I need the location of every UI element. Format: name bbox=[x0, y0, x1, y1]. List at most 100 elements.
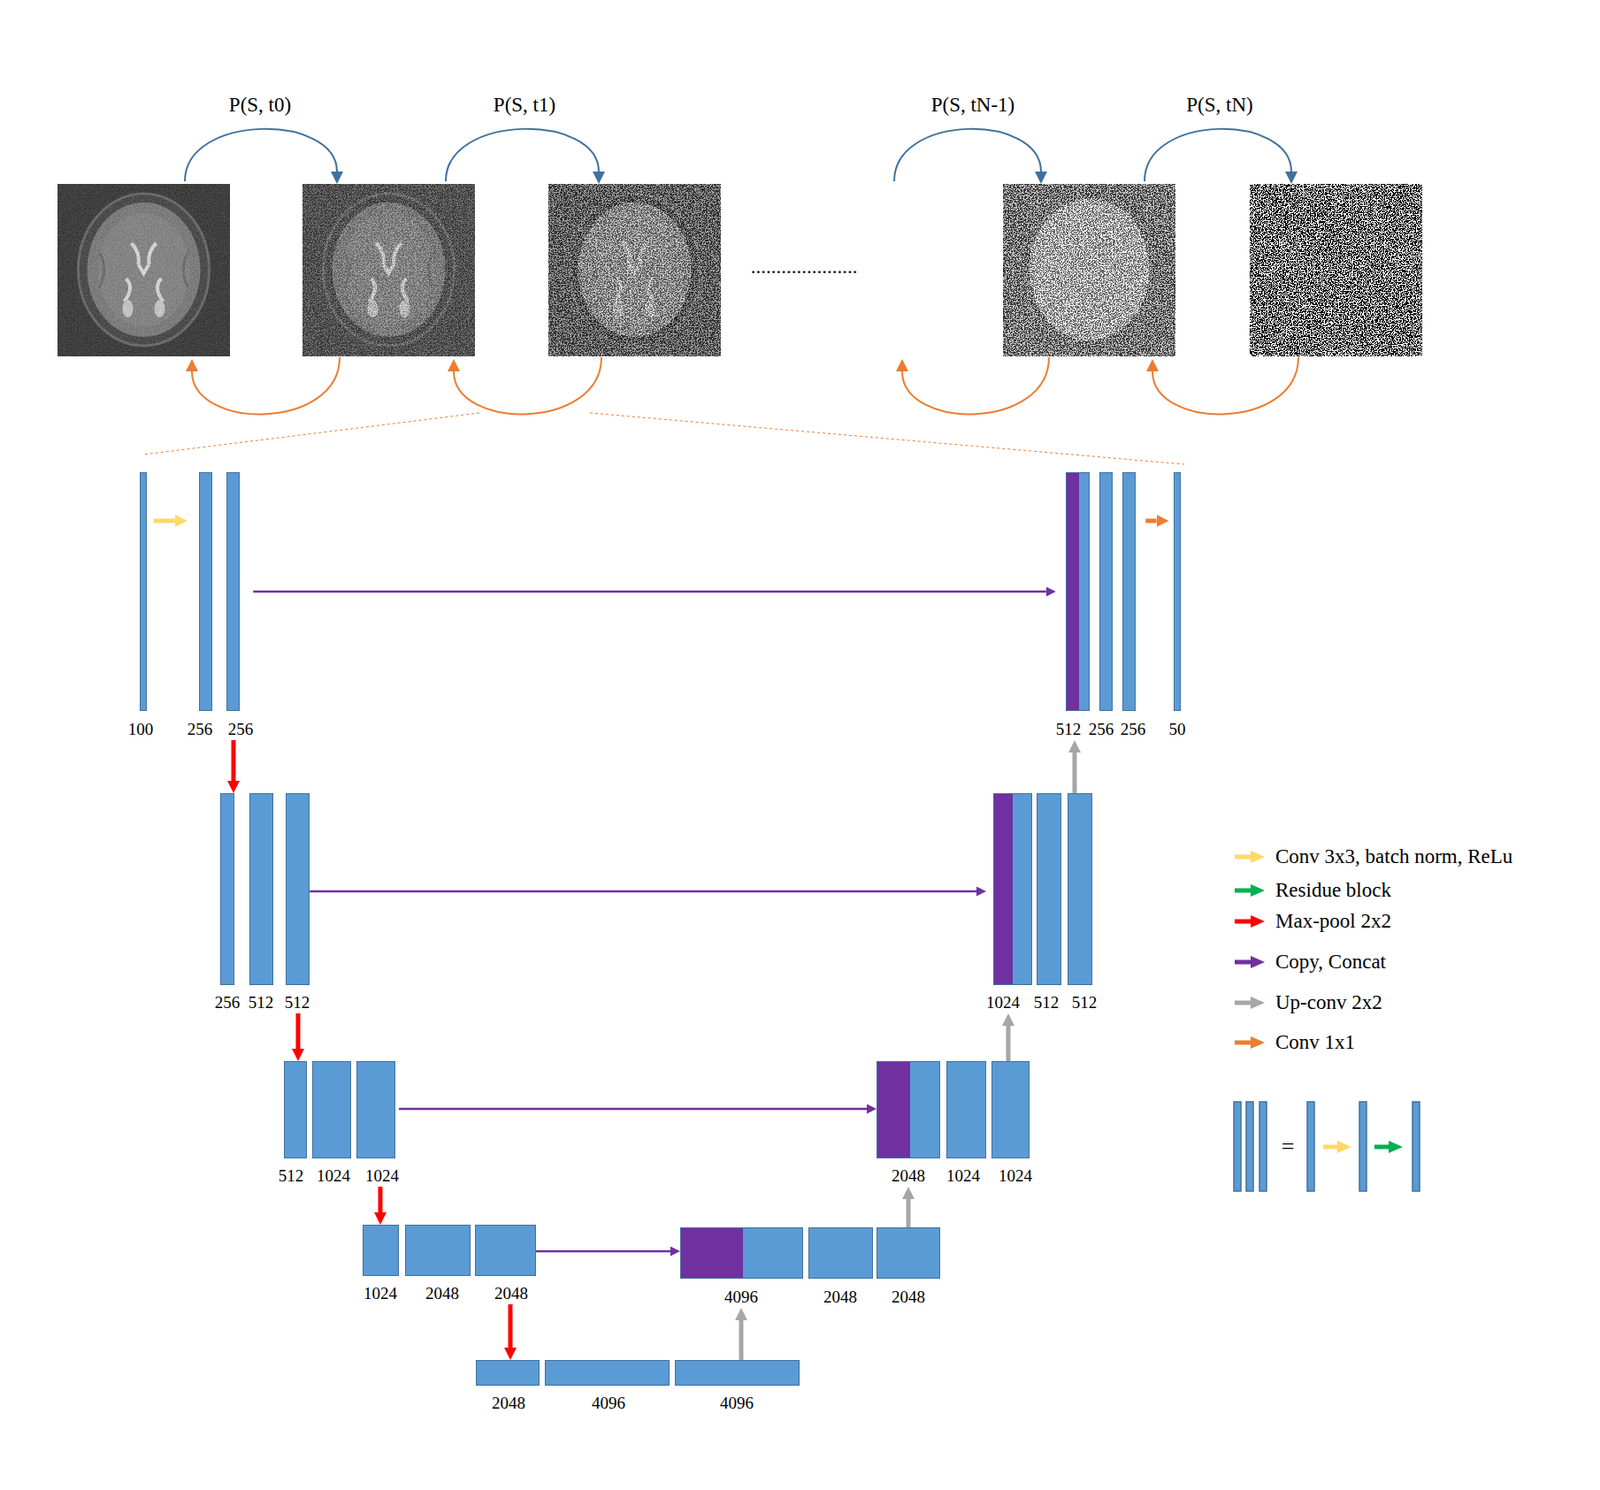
feature-map: 1024 bbox=[312, 1061, 352, 1187]
channel-count: 256 bbox=[1120, 719, 1147, 741]
legend-swatch bbox=[1234, 849, 1265, 865]
feature-map: 4096 bbox=[680, 1227, 804, 1309]
channel-count: 256 bbox=[187, 719, 214, 741]
feature-bar bbox=[1122, 472, 1136, 712]
channel-count: 2048 bbox=[891, 1286, 926, 1309]
feature-bar bbox=[876, 1227, 941, 1279]
channel-count: 512 bbox=[1033, 992, 1060, 1014]
channel-count: 4096 bbox=[591, 1393, 626, 1415]
feature-map: 512 bbox=[284, 793, 311, 1014]
feature-bar bbox=[199, 472, 213, 712]
channel-count: 256 bbox=[1088, 719, 1115, 741]
legend-swatch-head bbox=[1250, 996, 1265, 1010]
transition-label: P(S, t0) bbox=[229, 93, 291, 117]
channel-count: 2048 bbox=[425, 1283, 460, 1305]
feature-bar bbox=[993, 793, 1033, 986]
flow-arrow bbox=[252, 590, 1047, 594]
channel-count: 512 bbox=[248, 992, 275, 1014]
legend-swatch-line bbox=[1234, 960, 1253, 965]
feature-bar bbox=[808, 1227, 873, 1279]
symbol-label: = bbox=[1281, 1133, 1295, 1161]
legend-swatch-head bbox=[1250, 915, 1265, 928]
flow-arrow bbox=[231, 740, 237, 781]
feature-bar bbox=[876, 1061, 941, 1159]
channel-count: 1024 bbox=[363, 1283, 398, 1305]
flow-arrow bbox=[906, 1199, 912, 1228]
channel-count: 512 bbox=[1056, 719, 1082, 741]
flow-arrow bbox=[378, 1186, 383, 1213]
legend-swatch-head bbox=[1250, 956, 1265, 969]
flow-arrow bbox=[508, 1304, 513, 1348]
transition-label: P(S, tN) bbox=[1186, 93, 1253, 117]
feature-map: 2048 bbox=[808, 1227, 873, 1309]
feature-map: 2048 bbox=[475, 1360, 540, 1415]
concat-part bbox=[994, 794, 1013, 985]
feature-bar bbox=[474, 1224, 536, 1277]
feature-bar bbox=[674, 1360, 800, 1386]
channel-count: 2048 bbox=[494, 1283, 529, 1305]
legend-swatch-line bbox=[1234, 888, 1253, 894]
channel-count: 4096 bbox=[724, 1286, 758, 1309]
channel-count: 256 bbox=[214, 992, 241, 1014]
legend-swatch-head bbox=[1250, 884, 1265, 897]
legend-text: Conv 1x1 bbox=[1275, 1031, 1356, 1055]
flow-arrow bbox=[296, 1013, 301, 1049]
concat-part bbox=[877, 1062, 911, 1158]
feature-map: 4096 bbox=[544, 1360, 670, 1415]
legend-swatch-line bbox=[1234, 855, 1253, 860]
flow-arrow bbox=[398, 1108, 867, 1111]
legend-text: Conv 3x3, batch norm, ReLu bbox=[1275, 845, 1513, 869]
feature-map: 1024 bbox=[946, 1061, 987, 1187]
flow-arrow bbox=[309, 890, 977, 894]
channel-count: 512 bbox=[284, 992, 311, 1014]
feature-map: 2048 bbox=[876, 1227, 941, 1309]
channel-count: 512 bbox=[1071, 992, 1098, 1014]
legend-text: Residue block bbox=[1275, 879, 1392, 903]
channel-count: 2048 bbox=[891, 1165, 926, 1187]
feature-map: 512 bbox=[1056, 472, 1090, 741]
feature-bar bbox=[220, 793, 235, 986]
feature-bar bbox=[362, 1224, 399, 1277]
feature-bar bbox=[249, 793, 274, 986]
feature-map: 2048 bbox=[405, 1224, 471, 1305]
legend-text: Copy, Concat bbox=[1275, 950, 1386, 974]
feature-map: 256 bbox=[1088, 472, 1115, 741]
feature-map: 1024 bbox=[986, 793, 1033, 1014]
feature-map: 1024 bbox=[362, 1224, 399, 1305]
symbol-label: ..................... bbox=[750, 255, 858, 279]
transition-label: P(S, t1) bbox=[493, 93, 556, 117]
flow-arrow bbox=[535, 1250, 671, 1254]
feature-map: 1024 bbox=[991, 1061, 1033, 1187]
feature-bar bbox=[680, 1227, 804, 1279]
feature-map: 256 bbox=[226, 472, 253, 741]
feature-map: 2048 bbox=[474, 1224, 536, 1305]
feature-bar bbox=[226, 472, 240, 712]
feature-bar bbox=[475, 1360, 540, 1386]
feature-bar bbox=[946, 1061, 987, 1159]
channel-count: 1024 bbox=[986, 992, 1020, 1014]
feature-bar bbox=[283, 1061, 307, 1159]
feature-map: 100 bbox=[128, 472, 154, 741]
channel-count: 100 bbox=[128, 719, 154, 741]
flow-arrow bbox=[1006, 1025, 1011, 1062]
feature-bar bbox=[544, 1360, 670, 1386]
feature-map: 512 bbox=[1033, 793, 1062, 1014]
feature-bar bbox=[405, 1224, 471, 1277]
concat-part bbox=[1066, 473, 1080, 711]
legend-swatch bbox=[1234, 914, 1265, 929]
flow-arrow bbox=[1145, 519, 1156, 524]
feature-bar bbox=[285, 793, 310, 986]
legend-swatch-line bbox=[1234, 919, 1253, 925]
feature-bar bbox=[991, 1061, 1030, 1159]
legend-swatch-line bbox=[1234, 1001, 1253, 1006]
legend-swatch bbox=[1234, 995, 1265, 1011]
channel-count: 4096 bbox=[719, 1393, 754, 1415]
legend-swatch-line bbox=[1234, 1041, 1253, 1046]
legend-swatch-head bbox=[1250, 1036, 1265, 1049]
legend-swatch bbox=[1234, 883, 1265, 898]
feature-bar bbox=[1036, 793, 1062, 986]
channel-count: 1024 bbox=[946, 1165, 980, 1187]
feature-bar bbox=[1099, 472, 1113, 712]
legend-swatch bbox=[1234, 1035, 1265, 1050]
feature-bar bbox=[312, 1061, 352, 1159]
